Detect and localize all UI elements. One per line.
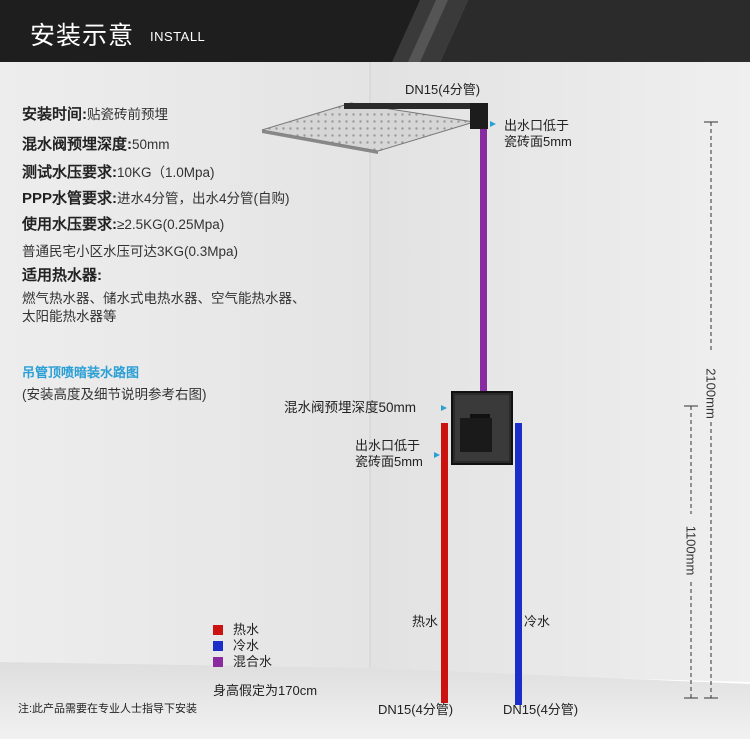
floor [0, 662, 750, 739]
label-dn15-right: DN15(4分管) [503, 702, 579, 717]
spec-value: 贴瓷砖前预埋 [87, 107, 168, 122]
legend-label-hot: 热水 [233, 622, 260, 637]
spec-label: PPP水管要求: [22, 190, 118, 207]
left-wall [0, 62, 370, 672]
header-title: 安装示意 [30, 22, 135, 50]
header-subtitle: INSTALL [150, 29, 206, 44]
label-height-1100: 1100mm [683, 525, 699, 576]
spec-use-pressure: 使用水压要求:≥2.5KG(0.25Mpa) [22, 213, 224, 234]
label-hot-pipe: 热水 [412, 614, 439, 629]
label-outlet-top-2: 瓷砖面5mm [504, 134, 572, 149]
spec-value: 50mm [132, 137, 170, 152]
spec-label: 测试水压要求: [22, 164, 117, 181]
spec-value: ≥2.5KG(0.25Mpa) [117, 217, 225, 232]
arrow-outlet-mid [434, 452, 440, 458]
label-valve-depth: 混水阀预埋深度50mm [284, 400, 417, 415]
label-body-height: 身高假定为170cm [213, 683, 318, 698]
install-diagram [0, 62, 750, 739]
legend-swatch-mixed [213, 657, 223, 667]
header-bar: 安装示意 INSTALL [0, 0, 750, 62]
dimension-2100 [704, 121, 718, 699]
footnote: 注:此产品需要在专业人士指导下安装 [18, 703, 198, 715]
diagram-title: 吊管顶喷暗装水路图 [22, 365, 140, 380]
legend-label-mixed: 混合水 [233, 654, 273, 669]
mixing-valve-icon [451, 391, 513, 465]
spec-test-pressure: 测试水压要求:10KG（1.0Mpa) [22, 161, 215, 182]
arrow-valve-depth [441, 405, 447, 411]
spec-label: 使用水压要求: [22, 216, 117, 233]
spec-label: 混水阀预埋深度: [22, 136, 132, 153]
spec-pipe: PPP水管要求:进水4分管，出水4分管(自购) [22, 187, 290, 208]
dimension-1100 [684, 405, 698, 699]
legend-swatch-hot [213, 625, 223, 635]
hot-water-pipe [441, 423, 448, 703]
shower-head-icon [261, 102, 488, 154]
spec-install-time: 安装时间:贴瓷砖前预埋 [22, 103, 168, 124]
label-height-2100: 2100mm [703, 368, 719, 419]
spec-value: 进水4分管，出水4分管(自购) [117, 191, 290, 206]
label-outlet-mid-2: 瓷砖面5mm [355, 454, 423, 469]
heater-line-1: 燃气热水器、储水式电热水器、空气能热水器、 [22, 291, 306, 306]
label-outlet-mid-1: 出水口低于 [355, 438, 421, 453]
right-wall [370, 62, 750, 682]
spec-valve-depth: 混水阀预埋深度:50mm [22, 133, 170, 154]
label-outlet-top-1: 出水口低于 [504, 118, 570, 133]
spec-value: 10KG（1.0Mpa) [117, 165, 215, 180]
pressure-note: 普通民宅小区水压可达3KG(0.3Mpa) [22, 244, 239, 259]
legend-swatch-cold [213, 641, 223, 651]
label-cold-pipe: 冷水 [524, 614, 551, 629]
legend-label-cold: 冷水 [233, 638, 260, 653]
heater-label: 适用热水器: [22, 267, 102, 284]
label-dn15-top: DN15(4分管) [405, 82, 481, 97]
cold-water-pipe [515, 423, 522, 705]
header-background [0, 0, 750, 62]
arrow-outlet-top [490, 121, 496, 127]
label-dn15-left: DN15(4分管) [378, 702, 454, 717]
diagram-note: (安装高度及细节说明参考右图) [22, 387, 207, 402]
spec-label: 安装时间: [22, 106, 87, 123]
mixed-water-pipe [480, 129, 487, 459]
heater-line-2: 太阳能热水器等 [22, 309, 117, 324]
